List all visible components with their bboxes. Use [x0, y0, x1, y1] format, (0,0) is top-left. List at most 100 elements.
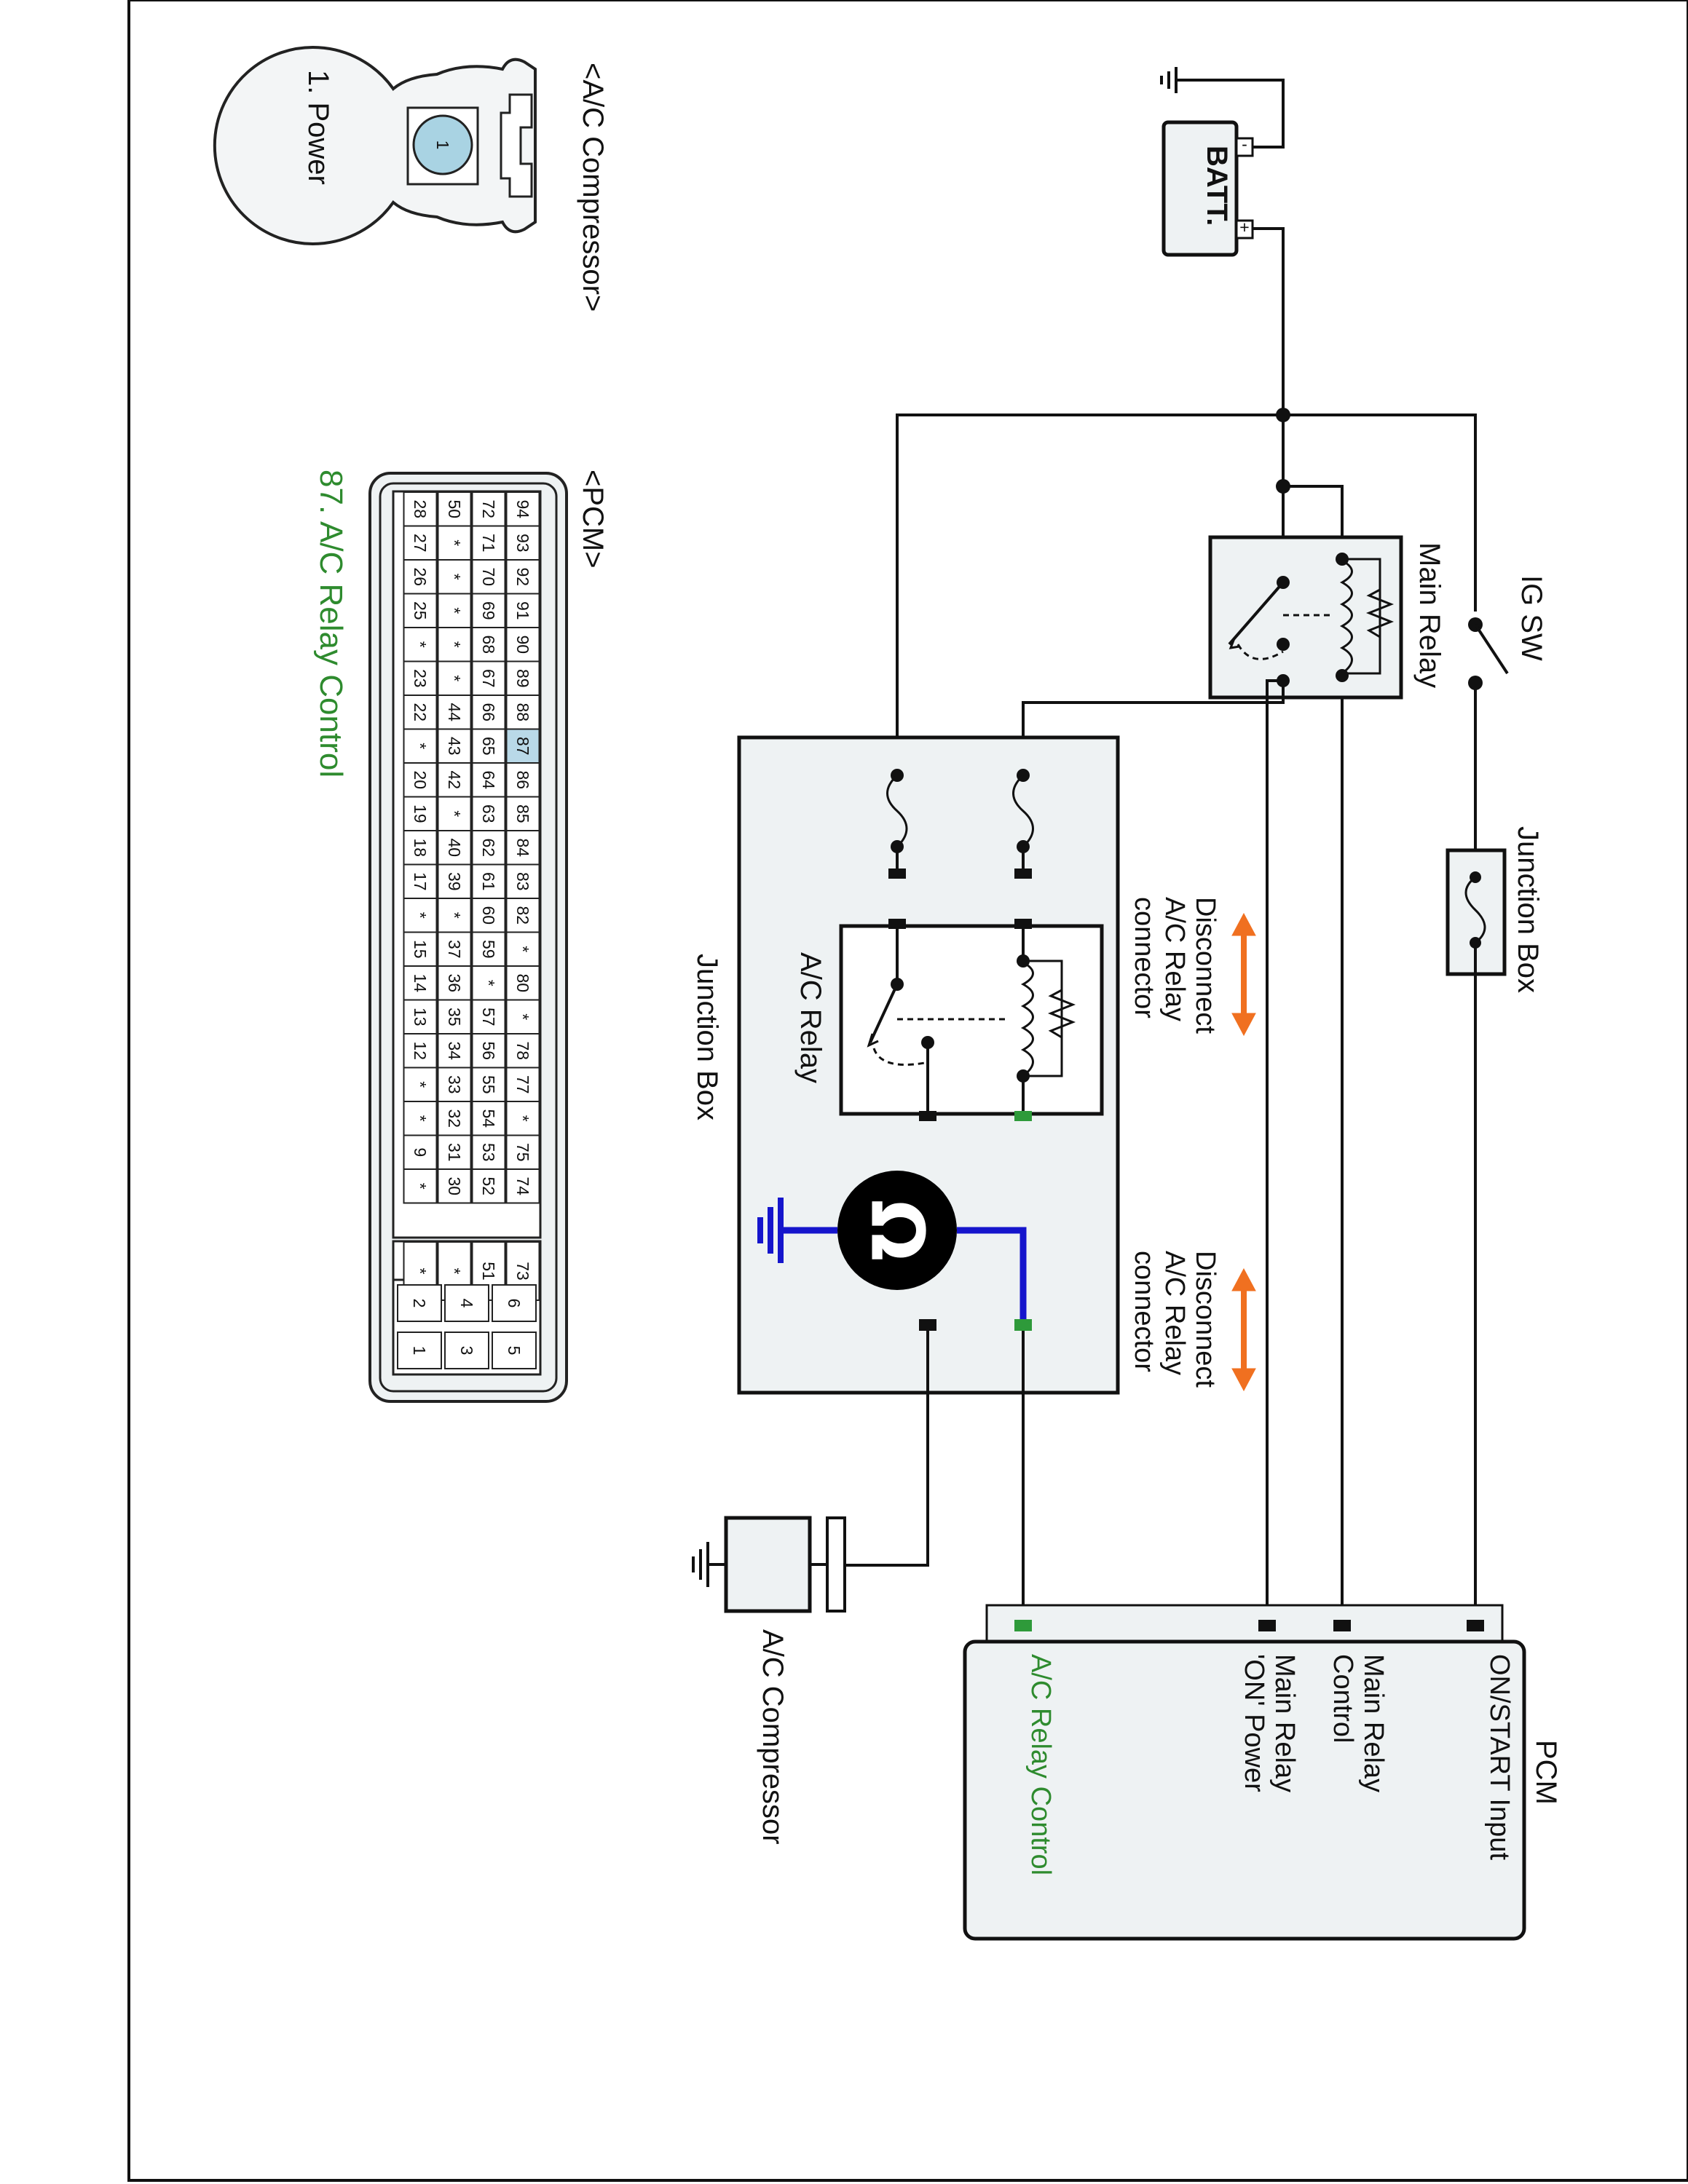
pcm-pin-label: 85	[513, 804, 532, 823]
pcm-pin-label: 19	[411, 804, 430, 823]
main-relay-output-wire	[1022, 681, 1285, 737]
pcm-pin-label: 25	[411, 601, 430, 620]
meter-probe-wire	[957, 1227, 1027, 1319]
pcm-pin-label: 54	[479, 1109, 498, 1128]
ignition-switch: IG SW	[1468, 575, 1547, 690]
pcm-pin-cell	[505, 762, 540, 798]
pcm-power-pin-cell	[492, 1332, 537, 1369]
pcm-pin-label: 59	[479, 940, 498, 959]
pcm-pin-label: 69	[479, 601, 498, 620]
pcm-pin-cell	[437, 1168, 472, 1204]
pcm-pin-label: 30	[445, 1176, 464, 1195]
pcm-pin-label: 28	[411, 499, 430, 518]
pcm-pin-label: 23	[411, 669, 430, 688]
main-relay-coil-feed	[1283, 485, 1344, 1625]
pcm-pin-label: *	[445, 810, 464, 817]
pcm-pin-label: 78	[513, 1041, 532, 1060]
pcm-pin-label: 55	[479, 1075, 498, 1094]
pcm-pin-label: 18	[411, 838, 430, 857]
pcm-pin-cell	[471, 728, 506, 764]
fuse-icon	[1464, 876, 1486, 944]
pcm-pin-cell	[505, 695, 540, 730]
pcm-pin-cell	[505, 660, 540, 696]
pcm-pin-label: 36	[445, 973, 464, 992]
ac-compressor-connector: 1	[213, 46, 537, 245]
pcm-pin-cell	[505, 796, 540, 831]
pcm-power-pin-label: 4	[457, 1299, 476, 1308]
pcm-pin-cell	[403, 999, 438, 1034]
pcm-power-pin-cell	[444, 1284, 489, 1322]
pcm-pin-label: 92	[513, 567, 532, 586]
pcm-pin-cell	[505, 1134, 540, 1170]
ac-compressor-pin-description: 1. Power	[302, 70, 334, 185]
pcm-pin-cell	[505, 830, 540, 866]
pcm-pin-cell	[505, 627, 540, 662]
pcm-pin-cell	[403, 695, 438, 730]
pcm-power-pin-cell	[492, 1284, 537, 1322]
pcm-power-pin-label: 5	[505, 1346, 524, 1356]
pcm-pin-cell	[471, 999, 506, 1034]
pcm-pin-cell	[505, 491, 540, 527]
disconnect-1-line: connector	[1129, 897, 1159, 1018]
pcm-pin-label: *	[411, 641, 430, 648]
pcm-pin-label: 82	[513, 906, 532, 925]
ac-relay: A/C Relay	[794, 919, 1104, 1121]
pcm-pin-label: 60	[479, 906, 498, 925]
pcm-connector: 94939291908988878685848382*80*7877*75747…	[368, 472, 568, 1403]
pcm-module: PCM	[963, 1604, 1562, 1941]
page-frame	[127, 0, 1688, 2182]
pcm-pin-label: 20	[411, 770, 430, 789]
pcm-pin-label: *	[411, 1268, 430, 1275]
ac-compressor-power-wire	[837, 1331, 929, 1567]
battery-plus-label: +	[1239, 218, 1249, 237]
pcm-pin-cell	[471, 593, 506, 628]
pcm-pin-label: 90	[513, 635, 532, 654]
pcm-pin-label: 44	[445, 703, 464, 721]
pcm-pin-label: 15	[411, 940, 430, 959]
pcm-pin-label: 35	[445, 1008, 464, 1026]
pcm-pin-cell	[471, 796, 506, 831]
pcm-pin-cell	[403, 1033, 438, 1069]
pcm-pin-cell	[437, 999, 472, 1034]
pcm-pin-cell	[471, 1134, 506, 1170]
ohm-symbol: Ω	[855, 1199, 940, 1261]
disconnect-2-line: Disconnect	[1190, 1251, 1220, 1388]
pcm-pin-label: 42	[445, 770, 464, 789]
pcm-pin-label: 32	[445, 1109, 464, 1128]
pcm-pin-label: 83	[513, 872, 532, 891]
pcm-pin-label: 89	[513, 669, 532, 688]
pcm-pin-cell	[403, 1168, 438, 1204]
pcm-pin-label: 70	[479, 567, 498, 586]
pcm-pin-label: 71	[479, 534, 498, 553]
pcm-pin-cell	[505, 863, 540, 899]
pcm-pin-label: 94	[513, 499, 532, 518]
pcm-pin-label: 93	[513, 534, 532, 553]
pcm-pin-label: 56	[479, 1041, 498, 1060]
ig-sw-label: IG SW	[1515, 575, 1547, 661]
pcm-pin-cell	[471, 1033, 506, 1069]
pcm-pin-cell	[437, 1067, 472, 1102]
pcm-pin-label: 84	[513, 838, 532, 857]
pcm-input-label: ON/START Input	[1484, 1654, 1515, 1860]
main-relay-label: Main Relay	[1413, 542, 1446, 688]
pcm-pin-cell	[505, 525, 540, 561]
pcm-pin-cell	[403, 593, 438, 628]
pcm-pin-label: *	[445, 675, 464, 681]
battery-minus-label: -	[1242, 135, 1247, 154]
ac-compressor: A/C Compressor	[692, 1516, 846, 1845]
ac-compressor-pin-label: 1	[433, 141, 452, 150]
ground-icon	[1160, 67, 1178, 93]
pcm-power-pin-cell	[397, 1332, 442, 1369]
pcm-pin-label: 57	[479, 1008, 498, 1026]
pcm-pin-cell	[403, 559, 438, 595]
pcm-pin-label: 63	[479, 804, 498, 823]
pcm-pin-cell	[437, 965, 472, 1001]
disconnect-2-line: A/C Relay	[1159, 1251, 1190, 1375]
pcm-connector-title: <PCM>	[577, 470, 609, 569]
pcm-input-label: Main Relay	[1269, 1654, 1300, 1792]
pcm-pin-cell	[505, 593, 540, 628]
pcm-pin-label: 73	[513, 1262, 532, 1281]
pcm-pin-label: *	[513, 1115, 532, 1122]
